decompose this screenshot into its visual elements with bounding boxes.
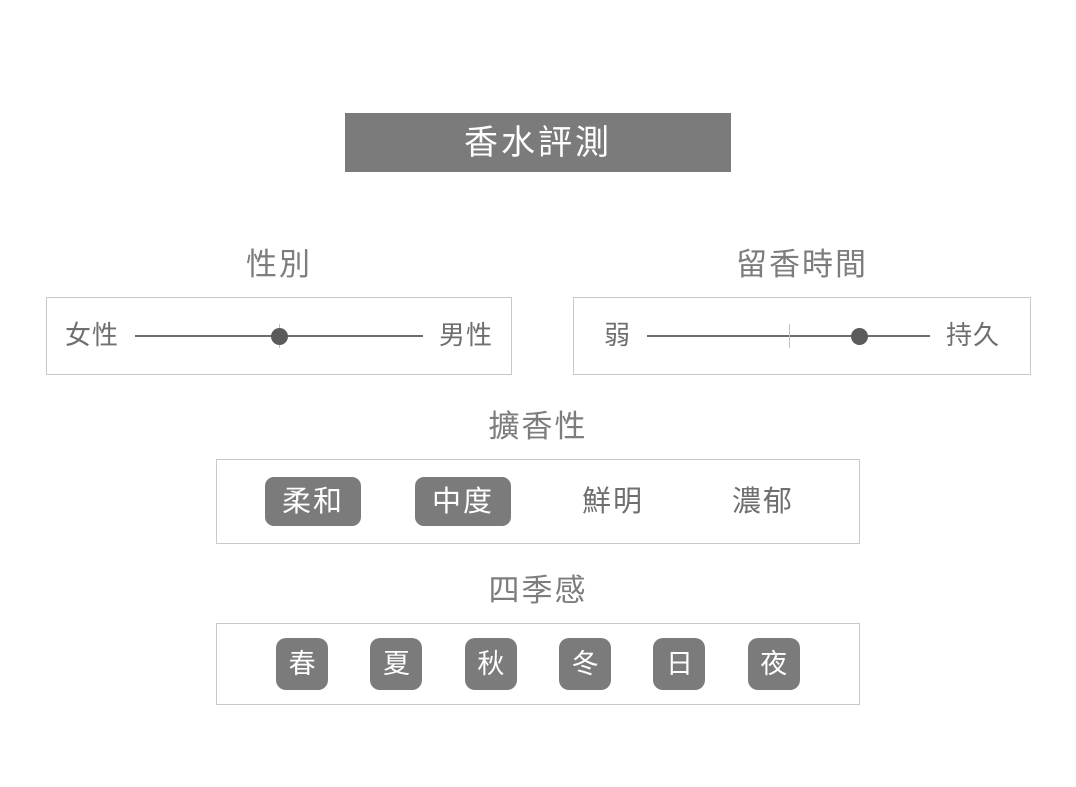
section-label-sillage: 擴香性 (488, 409, 588, 445)
sillage-chip-row: 柔和 中度 鮮明 濃郁 (217, 460, 859, 543)
longevity-left-label: 弱 (604, 321, 632, 351)
seasons-options-panel: 春夏秋冬日夜 (216, 623, 860, 705)
section-label-longevity: 留香時間 (736, 247, 868, 283)
gender-slider-thumb[interactable] (270, 327, 288, 345)
gender-slider-track-area[interactable] (135, 323, 423, 349)
longevity-slider-tick (788, 324, 790, 348)
section-label-seasons: 四季感 (488, 573, 588, 609)
season-option-slot: 夜 (727, 638, 821, 690)
sillage-option-slot: 柔和 (238, 477, 388, 526)
longevity-slider-row: 弱 持久 (574, 298, 1030, 374)
section-label-gender: 性別 (246, 247, 312, 283)
sillage-options-panel: 柔和 中度 鮮明 濃郁 (216, 459, 860, 544)
longevity-right-label: 持久 (945, 321, 1000, 351)
longevity-slider-panel[interactable]: 弱 持久 (573, 297, 1031, 375)
season-option-5[interactable]: 日 (653, 638, 706, 690)
sillage-option-4[interactable]: 濃郁 (731, 484, 794, 518)
gender-left-label: 女性 (65, 321, 120, 351)
season-option-slot: 夏 (349, 638, 443, 690)
gender-slider-row: 女性 男性 (47, 298, 511, 374)
season-option-slot: 日 (632, 638, 726, 690)
gender-right-label: 男性 (438, 321, 493, 351)
longevity-slider-thumb[interactable] (850, 327, 868, 345)
season-option-1[interactable]: 春 (276, 638, 329, 690)
sillage-option-1[interactable]: 柔和 (264, 477, 361, 526)
sillage-option-slot: 中度 (388, 477, 538, 526)
season-option-4[interactable]: 冬 (559, 638, 612, 690)
seasons-chip-row: 春夏秋冬日夜 (217, 624, 859, 704)
season-option-6[interactable]: 夜 (747, 638, 800, 690)
sillage-option-slot: 鮮明 (538, 477, 688, 526)
season-option-slot: 春 (255, 638, 349, 690)
page-title: 香水評測 (464, 122, 612, 163)
season-option-slot: 冬 (538, 638, 632, 690)
sillage-option-3[interactable]: 鮮明 (581, 484, 644, 518)
season-option-2[interactable]: 夏 (370, 638, 423, 690)
longevity-slider-track-area[interactable] (647, 323, 930, 349)
season-option-3[interactable]: 秋 (464, 638, 517, 690)
page-title-banner: 香水評測 (345, 113, 731, 172)
sillage-option-slot: 濃郁 (688, 477, 838, 526)
gender-slider-panel[interactable]: 女性 男性 (46, 297, 512, 375)
season-option-slot: 秋 (444, 638, 538, 690)
sillage-option-2[interactable]: 中度 (414, 477, 511, 526)
